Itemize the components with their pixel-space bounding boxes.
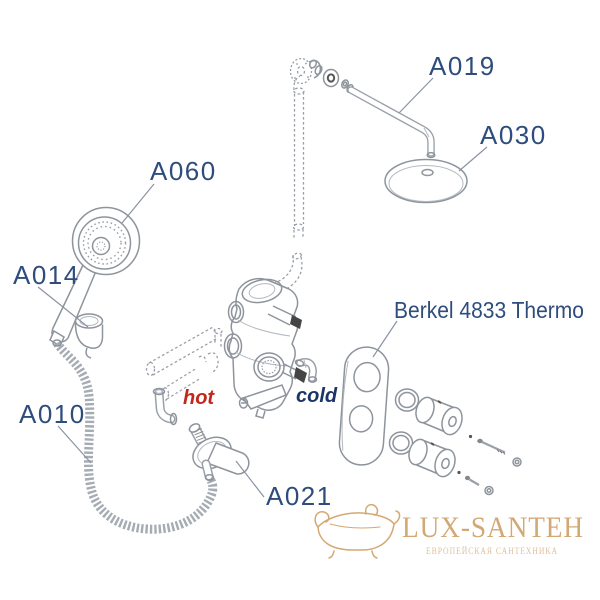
- part-label-a021: A021: [266, 481, 333, 511]
- part-label-a010: A010: [19, 399, 86, 429]
- concealed-supply-pipe: [268, 75, 305, 294]
- leader-a030: [458, 146, 488, 172]
- cover-plate: [338, 346, 390, 466]
- control-knob-lower: [408, 438, 456, 478]
- shower-hose: [52, 339, 218, 534]
- part-label-a060: A060: [150, 156, 217, 186]
- part-label-a030: A030: [480, 120, 547, 150]
- leader-a010: [57, 425, 92, 464]
- bathtub-icon: [314, 503, 401, 559]
- arm-flange-set: [289, 57, 349, 89]
- brand-watermark: LUX-SANTEH ЕВРОПЕЙСКАЯ САНТЕХНИКА: [314, 503, 584, 559]
- cold-inlet-elbow: [294, 358, 318, 383]
- mounting-screws: [457, 434, 522, 496]
- part-labels: A019 A030 A060 A014 A010 A021 Berkel 483…: [13, 51, 584, 511]
- hidden-pipes: [145, 326, 223, 402]
- shower-bracket: [74, 313, 104, 359]
- model-label: Berkel 4833 Thermo: [394, 297, 584, 323]
- overhead-shower-head: [384, 158, 468, 204]
- wall-outlet-elbow: [188, 423, 250, 482]
- hot-label: hot: [183, 387, 215, 409]
- leader-a021: [235, 460, 265, 498]
- brand-name: LUX-SANTEH: [402, 511, 584, 544]
- control-knob-upper: [415, 396, 463, 436]
- cold-label: cold: [296, 385, 338, 407]
- part-label-a019: A019: [429, 51, 496, 81]
- shower-arm: [346, 84, 436, 159]
- hot-inlet-elbow: [152, 387, 178, 426]
- brand-tagline: ЕВРОПЕЙСКАЯ САНТЕХНИКА: [426, 545, 558, 557]
- leader-a060: [121, 183, 155, 224]
- leader-a014: [37, 286, 89, 328]
- leader-a019: [398, 77, 434, 114]
- part-label-a014: A014: [13, 260, 80, 290]
- thermostatic-valve-body: [223, 277, 307, 419]
- leader-model: [372, 320, 398, 358]
- leader-lines: [37, 77, 488, 498]
- hand-shower: [49, 206, 141, 348]
